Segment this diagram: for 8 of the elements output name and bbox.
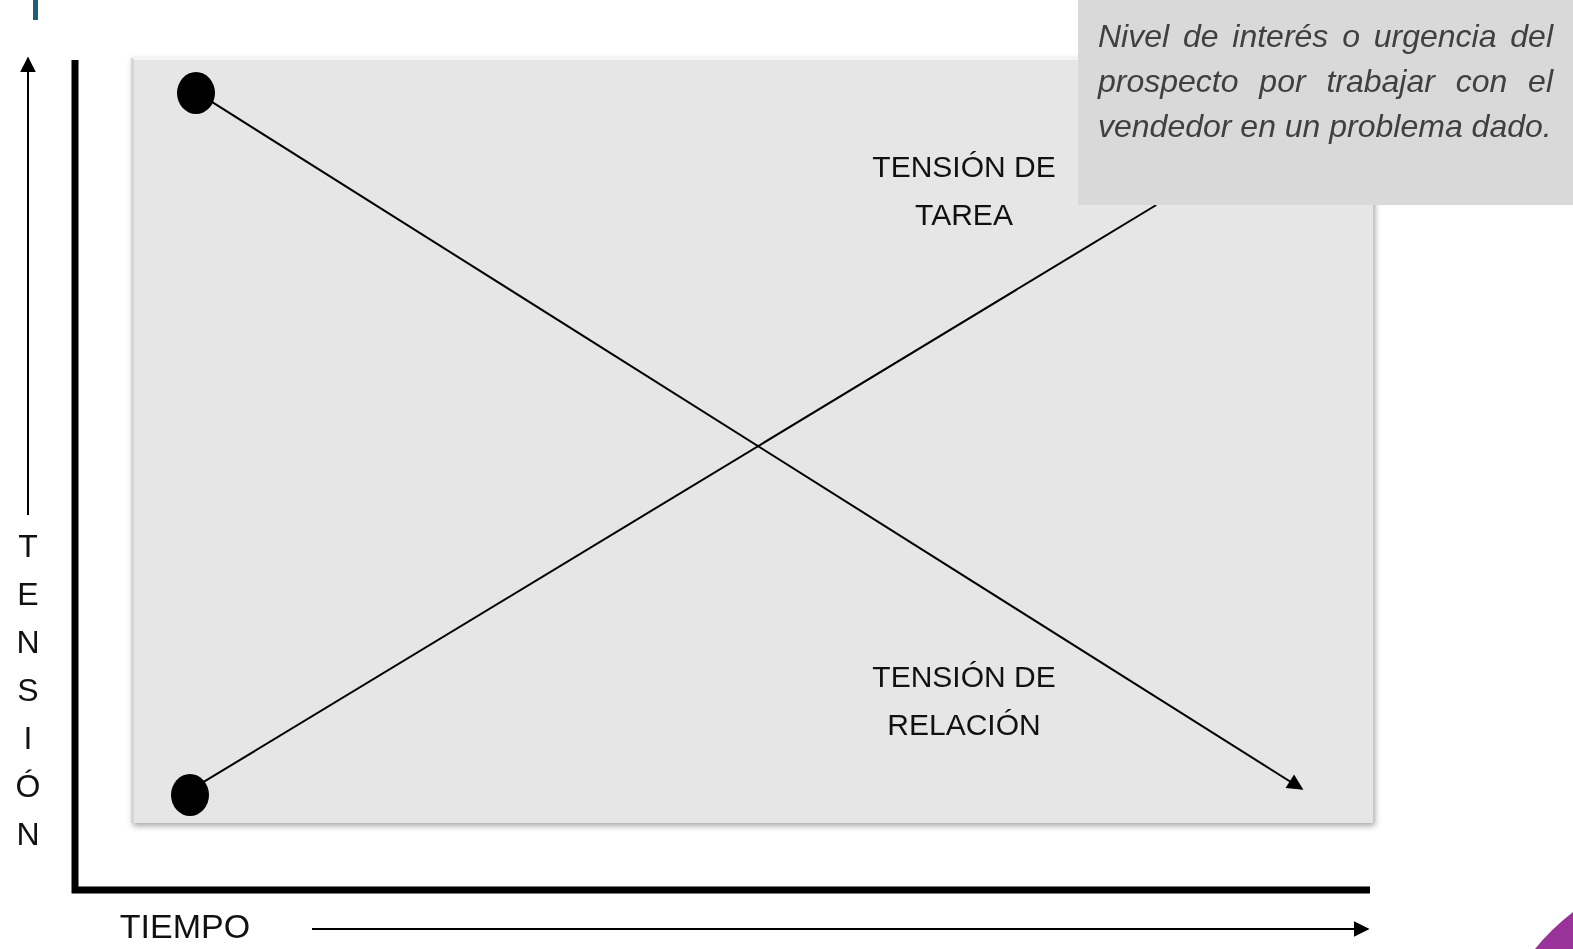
axis-label: TIEMPO: [118, 906, 252, 947]
axis-label: TENSIÓN: [14, 527, 42, 854]
line: [202, 204, 1158, 783]
note-box: Nivel de interés o urgencia del prospecto por trabajar con el vendedor en un problema dado.: [1078, 0, 1573, 205]
line-label: TENSIÓN DE RELACIÓN: [871, 659, 1057, 743]
line-label: TENSIÓN DE TAREA: [871, 149, 1057, 233]
dot-marker: [177, 72, 215, 114]
dot-marker: [171, 774, 209, 816]
